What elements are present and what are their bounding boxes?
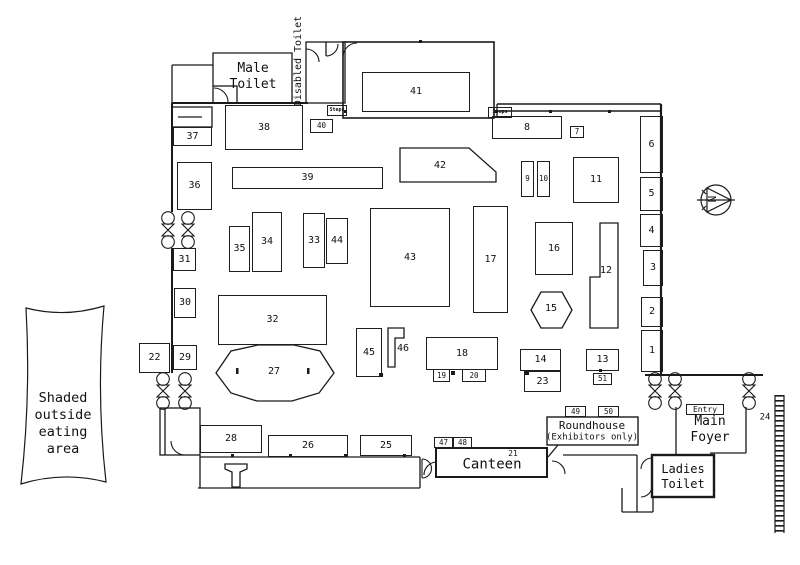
stand-50: 50	[598, 406, 619, 417]
stand-31: 31	[173, 248, 196, 271]
stand-3: 3	[643, 250, 663, 286]
stand-5: 5	[640, 177, 663, 211]
stand-29: 29	[173, 345, 197, 370]
stand-40: 40	[310, 119, 333, 133]
stand-49: 49	[565, 406, 586, 417]
stand-42-label: 42	[433, 159, 447, 171]
stand-7: 7	[570, 126, 584, 138]
compass-icon: N	[697, 184, 735, 216]
door-arcs	[170, 42, 653, 498]
column-icon	[161, 211, 175, 249]
male-toilet-label: Male Toilet	[229, 60, 277, 92]
stand-44: 44	[326, 218, 348, 264]
steps-label-left: Steps	[327, 105, 347, 116]
door-arc	[640, 485, 653, 498]
stand-12-shape	[589, 222, 619, 329]
roundhouse-note-label: (Exhibitors only)	[545, 432, 639, 443]
compass-north-letter: N	[705, 196, 718, 203]
roundhouse-label: Roundhouse	[558, 419, 626, 433]
eating-area-outline	[20, 305, 107, 485]
main-foyer-label: Main Foyer	[690, 413, 730, 445]
stand-22: 22	[139, 343, 170, 373]
door-arc	[213, 87, 229, 103]
stand-15-label: 15	[544, 302, 558, 314]
door-arc	[342, 42, 358, 58]
stand-18: 18	[426, 337, 498, 370]
stand-15-shape	[530, 291, 573, 329]
stand-33: 33	[303, 213, 325, 268]
stand-39: 39	[232, 167, 383, 189]
stand-1: 1	[641, 330, 663, 372]
stand-19: 19	[433, 369, 450, 382]
stand-42-shape	[399, 147, 497, 183]
canteen-label: Canteen	[462, 456, 522, 473]
stand-30: 30	[174, 288, 196, 318]
column-icon	[156, 372, 170, 410]
stand-24-label: 24	[759, 412, 771, 423]
stand-12-label: 12	[599, 264, 613, 276]
stand-35: 35	[229, 226, 250, 272]
column-icon	[742, 372, 756, 410]
stand-20: 20	[462, 369, 486, 382]
steps-label-right: Steps	[488, 107, 512, 118]
shaped-stands	[215, 147, 619, 402]
stand-28: 28	[200, 425, 262, 453]
stand-51: 51	[593, 373, 612, 385]
stand-8: 8	[492, 116, 562, 139]
stand-27-label: 27	[267, 365, 281, 377]
column-icon	[668, 372, 682, 410]
door-arc	[305, 48, 320, 63]
door-arc	[170, 440, 186, 456]
stand-27-shape	[215, 344, 335, 402]
stand-37: 37	[173, 127, 212, 146]
stand-10: 10	[537, 161, 550, 197]
door-arc	[421, 458, 433, 479]
stand-2: 2	[641, 297, 663, 327]
stand-32: 32	[218, 295, 327, 345]
entry-label: Entry	[686, 404, 724, 415]
stand-26: 26	[268, 435, 348, 457]
stand-41: 41	[362, 72, 470, 112]
stand-46-label: 46	[396, 342, 410, 354]
stand-21-label: 21	[508, 449, 518, 458]
stand-36: 36	[177, 162, 212, 210]
stand-23: 23	[524, 371, 561, 392]
stand-25: 25	[360, 435, 412, 456]
column-icon	[648, 372, 662, 410]
stand-4: 4	[640, 214, 663, 247]
walls	[159, 41, 763, 513]
door-arc	[640, 457, 653, 470]
stand-11: 11	[573, 157, 619, 203]
eating-area-label: Shaded outside eating area	[34, 390, 92, 457]
door-arc	[325, 43, 339, 57]
column-icon	[178, 372, 192, 410]
stand-46-shape	[387, 327, 405, 368]
ladies-toilet-label: Ladies Toilet	[661, 462, 705, 491]
stand-9: 9	[521, 161, 534, 197]
stand-14: 14	[520, 349, 561, 371]
railway-track	[774, 395, 785, 533]
column-icon	[181, 211, 195, 249]
stand-16: 16	[535, 222, 573, 275]
stand-47: 47	[434, 437, 453, 448]
stand-48: 48	[453, 437, 472, 448]
stand-45: 45	[356, 328, 382, 377]
stand-43: 43	[370, 208, 450, 307]
disabled-toilet-label: Disabled Toilet	[292, 15, 304, 107]
stand-38: 38	[225, 105, 303, 150]
door-arc	[423, 461, 438, 476]
stand-6: 6	[640, 116, 663, 173]
door-arc	[551, 460, 566, 475]
stand-13: 13	[586, 349, 619, 371]
stand-34: 34	[252, 212, 282, 272]
stand-17: 17	[473, 206, 508, 313]
pillar-t-shape	[224, 463, 248, 488]
